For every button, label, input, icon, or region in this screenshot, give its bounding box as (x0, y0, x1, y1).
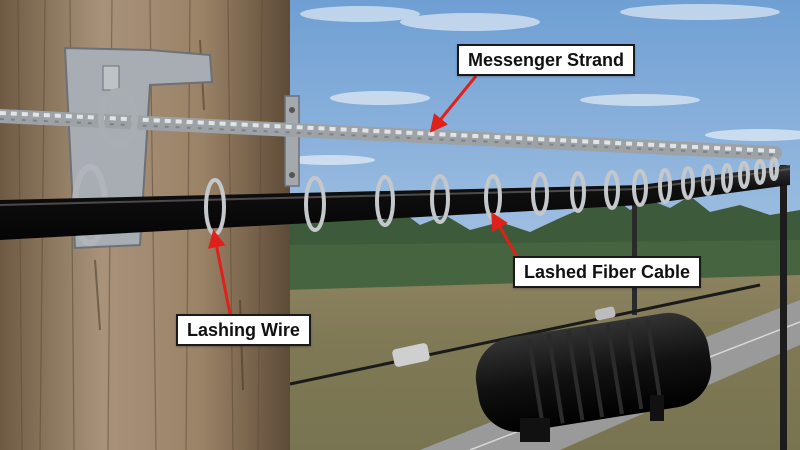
messenger-strand-label: Messenger Strand (457, 44, 636, 76)
lashed-fiber-cable-label: Lashed Fiber Cable (513, 256, 702, 288)
drop-cable (289, 283, 761, 386)
distant-pole (632, 165, 787, 450)
lashing-wire-arrow (207, 229, 232, 315)
pointer-arrows (207, 75, 522, 315)
clouds (285, 4, 800, 165)
lashing-wire-label: Lashing Wire (176, 314, 311, 346)
fiber-cable-arrow (491, 211, 522, 263)
splice-enclosure (475, 312, 712, 442)
messenger-strand-arrow (429, 75, 478, 133)
messenger-strand (0, 109, 782, 160)
